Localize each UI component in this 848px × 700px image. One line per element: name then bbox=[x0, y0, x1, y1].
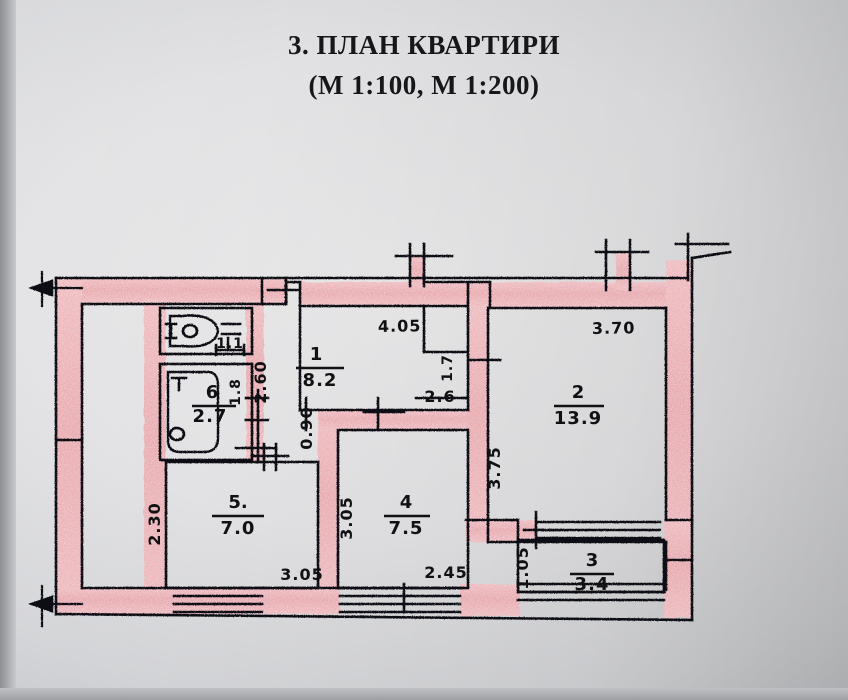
room-1-number: 1 bbox=[310, 344, 323, 365]
wall-bath-right bbox=[246, 300, 264, 462]
room-4-area: 7.5 bbox=[389, 518, 424, 539]
wall-room2-left bbox=[468, 306, 488, 542]
room-4-number: 4 bbox=[400, 492, 413, 513]
wc-dim-bracket bbox=[220, 322, 242, 350]
wall-left-outer bbox=[56, 278, 82, 608]
room-2-number: 2 bbox=[572, 382, 585, 403]
room3-left-tick bbox=[522, 510, 562, 550]
room-3-area: 3.4 bbox=[575, 574, 610, 595]
bathtub-faucet bbox=[170, 376, 188, 392]
dim-niche-vertical: 1.7 bbox=[440, 354, 456, 382]
wall-top-nub-left bbox=[410, 256, 424, 286]
wc-seat bbox=[181, 323, 199, 339]
room3-entry bbox=[464, 518, 520, 542]
wall-room4-top bbox=[318, 410, 478, 430]
room3-window-bottom bbox=[516, 582, 666, 602]
page-title-line-2: (М 1:100, М 1:200) bbox=[308, 70, 540, 100]
dim-balcony-vertical: 1.05 bbox=[513, 546, 532, 589]
room4-top-tick-1 bbox=[362, 396, 406, 432]
wc-bowl bbox=[168, 314, 220, 348]
bath-dim-ticks bbox=[234, 388, 278, 464]
dim-left-vertical: 2.30 bbox=[145, 502, 164, 545]
window-bottom-left bbox=[172, 586, 264, 614]
dim-bath-vertical: 1.8 bbox=[228, 378, 244, 406]
room-5-number: 5. bbox=[228, 492, 247, 513]
bathtub-drain bbox=[168, 426, 186, 442]
wc-room-outline bbox=[158, 306, 254, 356]
wall-top-middle bbox=[300, 282, 490, 306]
wall-top-left bbox=[56, 278, 288, 304]
wall-top-right bbox=[490, 282, 688, 308]
room-5-area: 7.0 bbox=[221, 518, 256, 539]
room-3-number: 3 bbox=[586, 550, 599, 571]
wall-interior-left-vertical bbox=[144, 300, 166, 608]
wall-shading-layer bbox=[56, 252, 692, 618]
room-6-area: 2.7 bbox=[193, 406, 228, 427]
room-1-area: 8.2 bbox=[303, 370, 338, 391]
dim-top-right-span: 3.70 bbox=[592, 318, 636, 338]
wall-right-lower bbox=[664, 520, 692, 618]
door-tick-bath bbox=[250, 442, 290, 472]
dim-bottom-mid-span: 2.45 bbox=[424, 563, 467, 582]
dim-wc-width: 1.1 bbox=[216, 336, 244, 352]
wc-tank bbox=[164, 322, 178, 340]
bathroom-outline bbox=[158, 362, 254, 462]
dim-room2-vertical: 3.75 bbox=[485, 446, 504, 489]
dim-hall-vertical: 2.60 bbox=[251, 360, 270, 403]
dim-niche-horizontal: 2.6 bbox=[424, 387, 455, 406]
paper-left-shadow bbox=[0, 0, 16, 700]
room-2-area: 13.9 bbox=[554, 408, 602, 429]
wc-dim-line bbox=[214, 343, 246, 357]
room-6-number: 6 bbox=[206, 382, 219, 403]
wall-top-nub-right bbox=[616, 252, 630, 290]
dim-corridor-width: 0.90 bbox=[297, 406, 316, 449]
dim-top-left-span: 4.05 bbox=[378, 316, 422, 336]
outline-bottom bbox=[54, 612, 694, 622]
page-title-line-1: 3. ПЛАН КВАРТИРИ bbox=[287, 30, 561, 60]
wall-bottom-right bbox=[460, 584, 520, 616]
ink-linework-layer bbox=[28, 232, 732, 628]
paper-bottom-shadow bbox=[0, 688, 848, 700]
handwritten-labels: 4.05 3.70 1 8.2 2 13.9 3 3.4 4 7.5 5. 7.… bbox=[145, 316, 636, 595]
wall-room4-left bbox=[318, 410, 338, 600]
dim-bottom-left-span: 3.05 bbox=[280, 565, 323, 584]
bathtub bbox=[166, 370, 220, 454]
tick-top-13 bbox=[690, 250, 732, 260]
window-bottom-mid bbox=[338, 586, 462, 614]
wall-hall-bottom bbox=[144, 588, 340, 614]
dim-room4-vertical: 3.05 bbox=[337, 496, 356, 539]
